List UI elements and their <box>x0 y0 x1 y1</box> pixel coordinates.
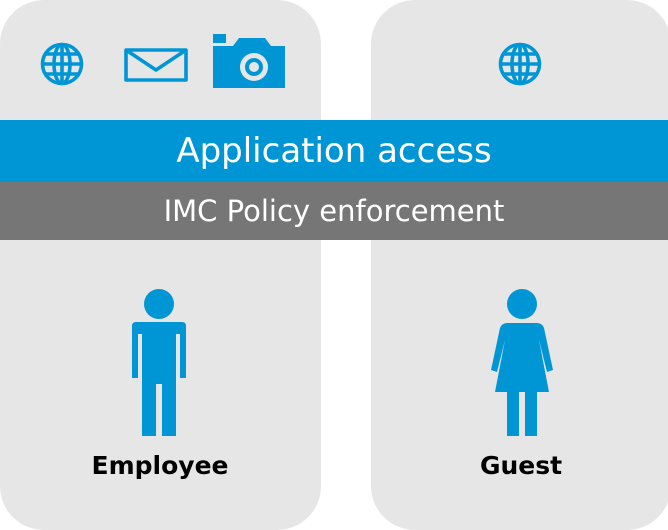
application-access-bar: Application access <box>0 120 668 182</box>
employee-panel <box>0 0 321 530</box>
globe-icon <box>498 42 542 86</box>
guest-label: Guest <box>479 451 563 480</box>
policy-enforcement-label: IMC Policy enforcement <box>163 194 505 228</box>
camera-icon <box>213 34 285 88</box>
guest-panel <box>371 0 668 530</box>
policy-enforcement-bar: IMC Policy enforcement <box>0 182 668 240</box>
female-person-icon <box>491 289 553 436</box>
envelope-icon <box>124 48 188 82</box>
application-access-label: Application access <box>176 131 492 171</box>
globe-icon <box>40 42 84 86</box>
male-person-icon <box>132 289 186 436</box>
employee-label: Employee <box>91 451 229 480</box>
